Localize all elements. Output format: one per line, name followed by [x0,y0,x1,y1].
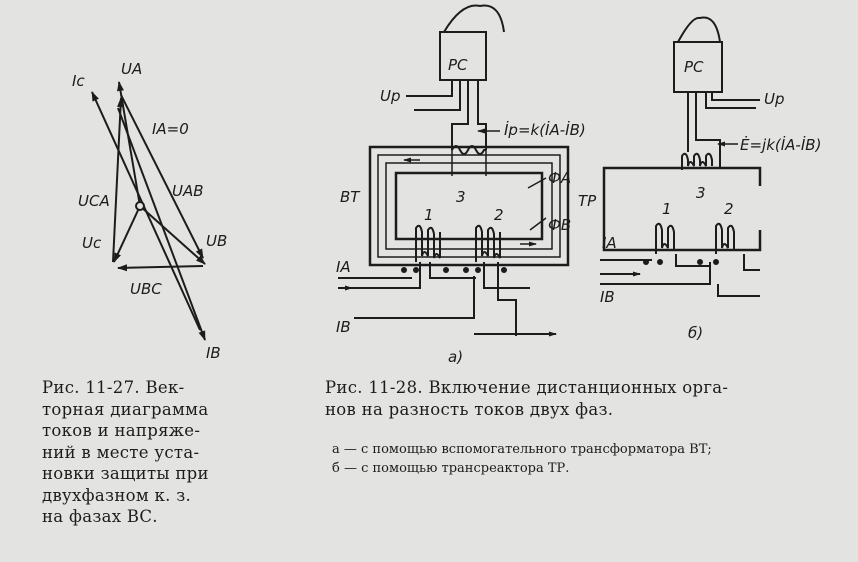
caption-line: Рис. 11-27. Век- [42,378,185,397]
circuit-b-dots [643,259,719,265]
coil-1-a [415,224,441,262]
label-tp: ТР [578,192,597,210]
circuit-b [600,16,762,297]
note-line: а — с помощью вспомогательного трансформ… [332,442,712,457]
label-coil-3-a: 3 [456,188,466,206]
label-coil-2-b: 2 [724,200,734,218]
wire-ib-a [497,262,517,336]
vector-diagram [91,81,206,341]
label-ubc: UBC [130,280,162,298]
vector-uab [120,94,204,259]
relay-rc-b [673,41,723,93]
wire-ib-b [600,262,711,285]
figure-11-27-caption: Рис. 11-27. Век- торная диаграмма токов … [42,377,274,528]
caption-line: торная диаграмма [42,399,209,419]
circuit-a-dots [401,267,507,273]
coil-1-b [655,222,675,254]
caption-line: двухфазном к. з. [42,485,192,505]
label-tag-b: б) [688,324,703,342]
circuit-a-labels: РС Up İр=k(İA-İB) ВТ 3 1 2 ФA ФB IA IB а… [336,56,586,366]
label-coil-3-b: 3 [696,184,706,202]
vector-uc [113,205,141,263]
label-ic: Iс [72,72,85,90]
label-ip-eq: İр=k(İA-İB) [504,120,586,139]
caption-line: токов и напряже- [42,421,201,440]
label-uc: Uс [82,234,102,252]
caption-line: ний в месте уста- [42,442,200,462]
relay-rc-a-dome [443,4,505,33]
label-fb: ФB [548,216,571,234]
figure-11-28-caption: Рис. 11-28. Включение дистанционных орга… [325,377,845,420]
circuit-a [338,4,570,337]
note-line: б — с помощью трансреактора ТР. [332,461,570,476]
vector-ub [139,205,206,265]
label-ua: UA [121,60,142,78]
neutral-point [135,201,145,211]
coil-3-a [451,145,486,155]
figure-11-28-notes: а — с помощью вспомогательного трансформ… [332,440,852,478]
transreactor-core-b [602,166,762,252]
label-up-a: Up [380,87,401,105]
label-rc-b: РС [684,58,704,76]
label-e-eq: Ė=jk(İA-İB) [740,135,821,154]
label-ia-b: IA [602,234,617,252]
vector-uca [112,97,125,263]
label-ia-a: IA [336,258,351,276]
label-coil-2-a: 2 [494,206,504,224]
coil-2-a [475,224,501,262]
label-bt: ВТ [340,188,361,206]
label-uab: UAB [172,182,204,200]
caption-line: нов на разность токов двух фаз. [325,399,614,419]
label-ub: UB [206,232,227,250]
vector-ua [117,81,141,207]
label-ia0: IA=0 [152,120,189,138]
label-coil-1-b: 1 [662,200,672,218]
vector-labels: Iс UA IA=0 UCA UAB Uс UB UBC IB [72,60,227,362]
label-ib-a: IB [336,318,351,336]
label-fa: ФA [548,169,571,187]
label-ib: IB [206,344,221,362]
label-up-b: Up [764,90,785,108]
label-tag-a: а) [448,348,463,366]
label-coil-1-a: 1 [424,206,434,224]
relay-rc-a [439,31,487,81]
label-rc-a: РС [448,56,468,74]
caption-line: Рис. 11-28. Включение дистанционных орга… [325,378,729,397]
relay-rc-b-dome [677,16,721,43]
coil-3-b [681,152,713,170]
label-ib-b: IB [600,288,615,306]
vector-ubc [117,264,204,272]
caption-line: новки защиты при [42,464,209,483]
caption-line: на фазах ВС. [42,507,158,526]
label-uca: UCA [78,192,110,210]
circuit-b-labels: РС Up Ė=jk(İA-İB) ТР 3 1 2 IA IB б) [578,58,821,342]
coil-2-b [715,222,735,254]
